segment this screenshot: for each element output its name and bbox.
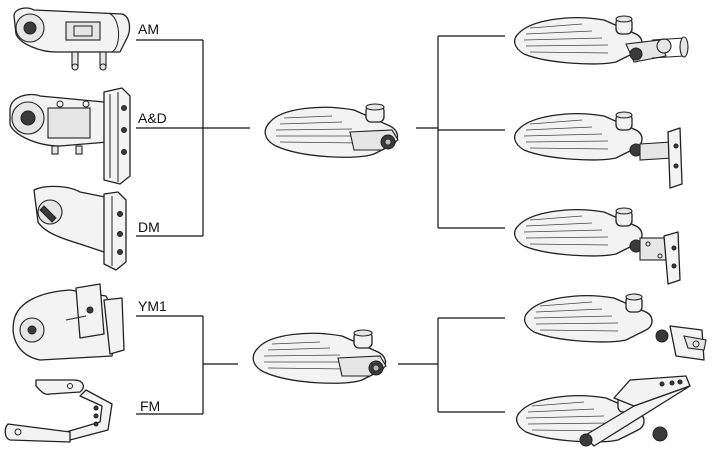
connector-lines-top <box>136 35 505 237</box>
label-ad: A&D <box>138 110 167 126</box>
fm-bracket-drawing <box>4 379 113 443</box>
am-bracket-drawing <box>13 7 131 71</box>
label-am: AM <box>138 21 159 37</box>
assembly-am-drawing <box>513 15 689 65</box>
connector-lines-bottom <box>136 315 505 415</box>
assembly-fm-drawing <box>515 375 691 447</box>
dm-bracket-drawing <box>33 185 127 271</box>
label-fm: FM <box>140 398 160 414</box>
label-ym1: YM1 <box>138 298 167 314</box>
label-dm: DM <box>138 219 160 235</box>
ym1-bracket-drawing <box>12 283 125 361</box>
ad-bracket-drawing <box>9 87 131 185</box>
assembly-ym1-drawing <box>523 293 707 361</box>
center-fixture-bottom <box>252 329 387 384</box>
assembly-dm-drawing <box>513 207 681 285</box>
assembly-ad-drawing <box>513 111 683 189</box>
center-fixture-top <box>264 103 399 158</box>
